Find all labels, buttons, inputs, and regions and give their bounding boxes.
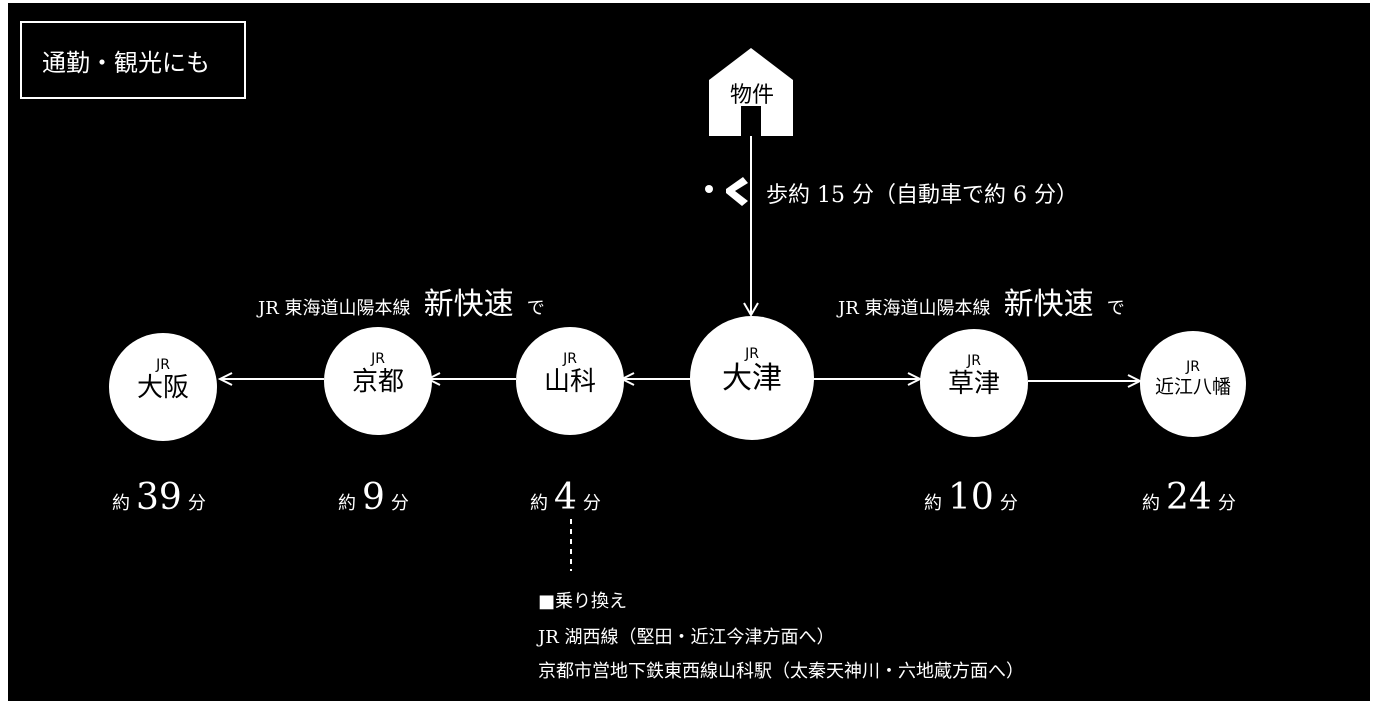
time-kusatsu-prefix: 約 xyxy=(924,493,942,514)
line-east-suffix: で xyxy=(1106,298,1125,319)
station-kyoto: JR 京都 xyxy=(324,327,432,435)
station-osaka-jr: JR xyxy=(156,357,170,373)
house-icon xyxy=(709,48,793,136)
arrow-to-osaka xyxy=(217,372,233,386)
time-osaka-value: 39 xyxy=(136,477,182,518)
time-kusatsu-value: 10 xyxy=(948,477,994,518)
walk-time-text: 歩約 15 分（自動車で約 6 分） xyxy=(766,183,1078,208)
station-osaka-name: 大阪 xyxy=(136,373,189,403)
walk-arrowhead xyxy=(743,302,759,317)
time-omihachiman-prefix: 約 xyxy=(1142,493,1160,514)
station-kyoto-jr: JR xyxy=(371,351,385,367)
time-yamashina-prefix: 約 xyxy=(530,493,548,514)
station-kyoto-name: 京都 xyxy=(351,367,404,397)
transfer-line-subway: 京都市営地下鉄東西線山科駅（太秦天神川・六地蔵方面へ） xyxy=(538,661,1024,682)
time-kyoto-value: 9 xyxy=(362,477,385,518)
time-osaka-unit: 分 xyxy=(187,493,206,514)
station-otsu: JR 大津 xyxy=(690,316,814,440)
station-yamashina: JR 山科 xyxy=(516,327,624,435)
transfer-title: ■乗り換え xyxy=(538,591,628,612)
transfer-line-kosei: JR 湖西線（堅田・近江今津方面へ） xyxy=(538,627,835,648)
station-omihachiman-jr: JR xyxy=(1186,359,1200,375)
property-label: 物件 xyxy=(730,83,775,108)
station-omihachiman-name: 近江八幡 xyxy=(1154,376,1231,398)
station-osaka: JR 大阪 xyxy=(109,333,217,441)
line-label-west: JR 東海道山陽本線 新快速 で xyxy=(258,279,545,323)
station-otsu-name: 大津 xyxy=(722,361,782,396)
line-west-suffix: で xyxy=(526,298,545,319)
station-yamashina-name: 山科 xyxy=(543,367,596,397)
walking-person-icon xyxy=(705,177,748,206)
time-kyoto-prefix: 約 xyxy=(338,493,356,514)
usage-label: 通勤・観光にも xyxy=(42,48,210,77)
station-kusatsu-jr: JR xyxy=(967,353,981,369)
line-west-prefix: JR 東海道山陽本線 xyxy=(258,298,411,319)
station-omihachiman: JR 近江八幡 xyxy=(1140,331,1246,437)
time-kyoto-unit: 分 xyxy=(390,493,409,514)
station-kusatsu-name: 草津 xyxy=(947,369,1000,399)
time-yamashina-unit: 分 xyxy=(582,493,601,514)
station-yamashina-jr: JR xyxy=(563,351,577,367)
time-kusatsu-unit: 分 xyxy=(999,493,1018,514)
time-omihachiman-unit: 分 xyxy=(1217,493,1236,514)
diagram-canvas: 通勤・観光にも 物件 歩約 15 分（自動車で約 6 分） JR 東海道山陽本線… xyxy=(8,3,1370,701)
time-omihachiman-value: 24 xyxy=(1166,477,1212,518)
station-kusatsu: JR 草津 xyxy=(920,329,1028,437)
line-east-prefix: JR 東海道山陽本線 xyxy=(838,298,991,319)
time-yamashina-value: 4 xyxy=(554,477,577,518)
usage-label-box: 通勤・観光にも xyxy=(20,21,246,99)
line-label-east: JR 東海道山陽本線 新快速 で xyxy=(838,279,1125,323)
time-osaka-prefix: 約 xyxy=(112,493,130,514)
station-otsu-jr: JR xyxy=(745,346,759,362)
line-west-emphasis: 新快速 xyxy=(423,287,514,322)
line-east-emphasis: 新快速 xyxy=(1003,287,1094,322)
